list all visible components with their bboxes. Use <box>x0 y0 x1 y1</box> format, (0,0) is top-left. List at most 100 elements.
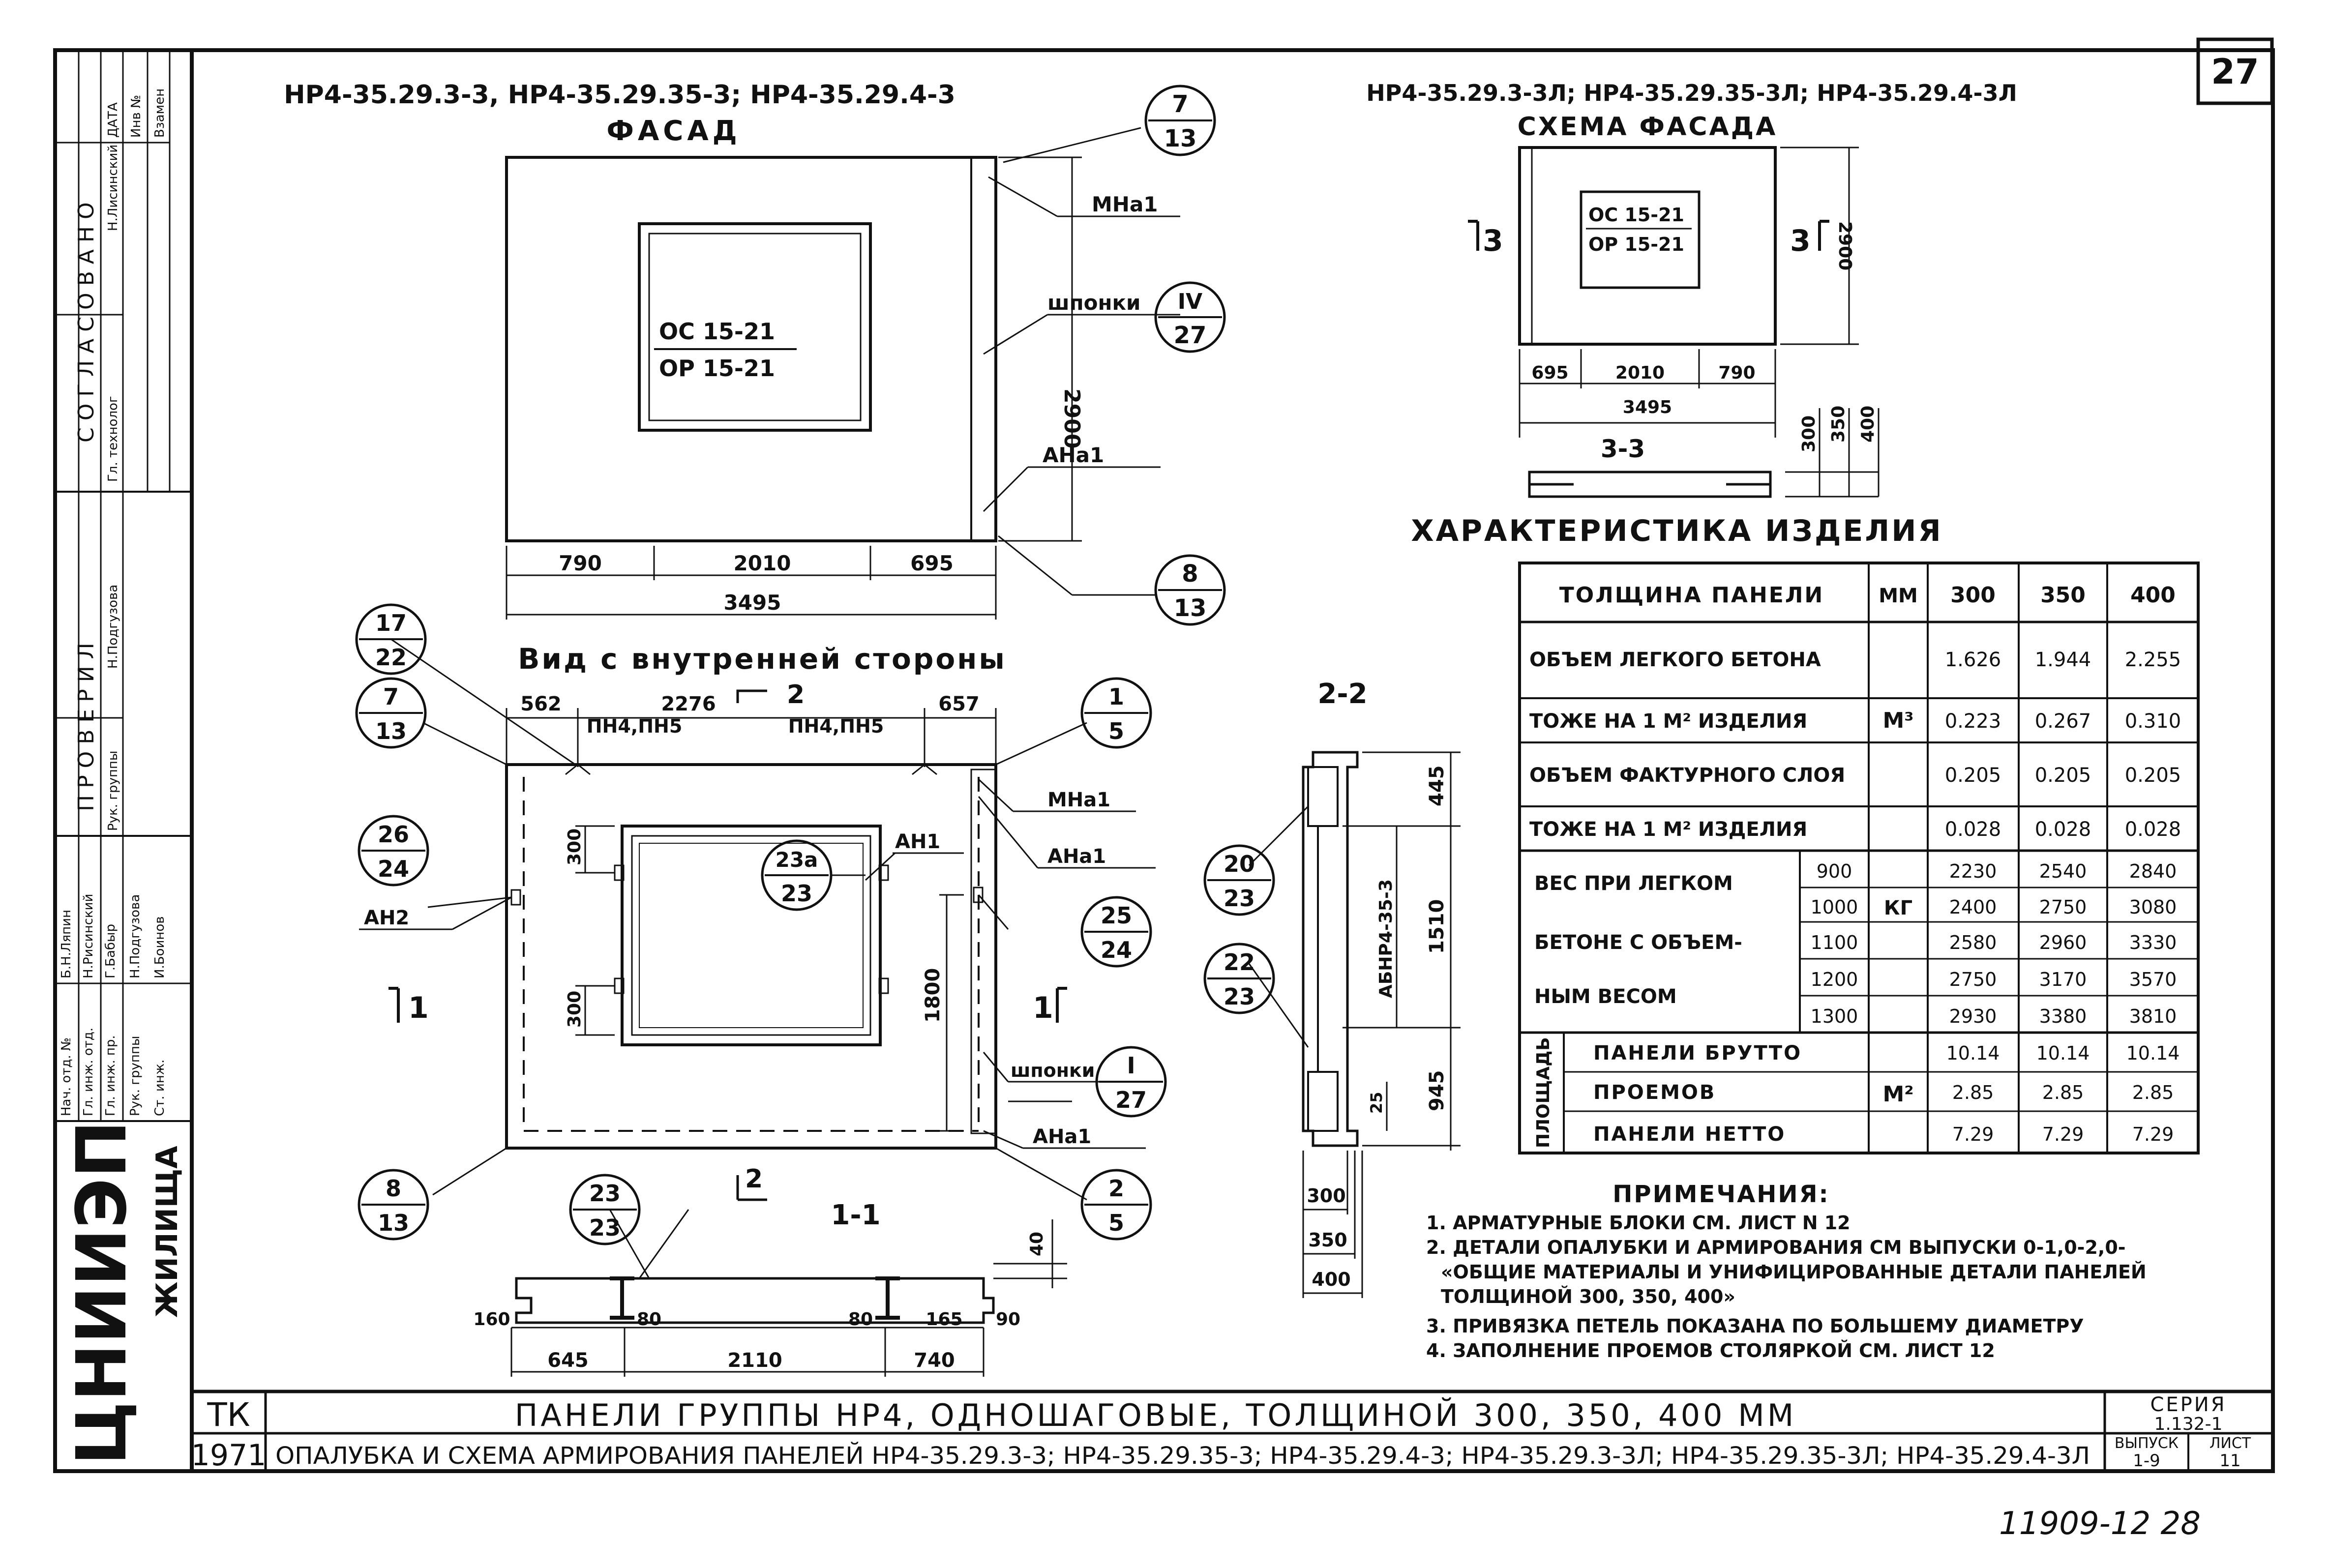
facade-scheme: НР4-35.29.3-3Л; НР4-35.29.35-3Л; НР4-35.… <box>1366 80 2017 498</box>
section-11-dim-40: 40 <box>1027 1232 1047 1256</box>
a-1-v0: 2.85 <box>1952 1082 1994 1103</box>
a-2-v2: 7.29 <box>2132 1124 2174 1145</box>
scheme-dim-695: 695 <box>1531 363 1568 383</box>
inner-section-mark-bottom: 2 <box>745 1164 763 1194</box>
volume-unit: М³ <box>1882 708 1913 733</box>
facade-callout-ana: АНа1 <box>1043 443 1104 467</box>
section-11-dim-80b: 80 <box>848 1309 873 1330</box>
table-header-unit: ММ <box>1879 585 1918 607</box>
facade-title: ФАСАД <box>606 115 741 147</box>
notes-title: ПРИМЕЧАНИЯ: <box>1612 1181 1830 1208</box>
weight-label-0: ВЕС ПРИ ЛЕГКОМ <box>1534 872 1733 895</box>
inner-section-mark-top: 2 <box>787 680 805 710</box>
note-1: 1. АРМАТУРНЫЕ БЛОКИ СМ. ЛИСТ N 12 <box>1426 1212 1851 1234</box>
section-11-dim-165: 165 <box>926 1309 962 1330</box>
w-3-density: 1200 <box>1811 969 1858 990</box>
title-block: ТК 1971 ПАНЕЛИ ГРУППЫ НР4, ОДНОШАГОВЫЕ, … <box>191 1390 2273 1473</box>
section-22-title: 2-2 <box>1317 678 1367 710</box>
inner-label-pn-1: ПН4,ПН5 <box>587 715 683 737</box>
title-sub: ОПАЛУБКА И СХЕМА АРМИРОВАНИЯ ПАНЕЛЕЙ НР4… <box>275 1442 2090 1470</box>
name-4: И.Боинов <box>152 916 167 978</box>
a-0-label: ПАНЕЛИ БРУТТО <box>1593 1042 1802 1065</box>
org-logo: ЦНИИЭП <box>62 1121 142 1465</box>
title-main: ПАНЕЛИ ГРУППЫ НР4, ОДНОШАГОВЫЕ, ТОЛЩИНОЙ… <box>515 1397 1796 1433</box>
inv-label: Инв № <box>129 95 144 138</box>
w-3-v0: 2750 <box>1949 969 1997 990</box>
section-22-dim-25: 25 <box>1367 1092 1386 1114</box>
svg-text:13: 13 <box>375 718 407 744</box>
w-2-v0: 2580 <box>1949 932 1997 953</box>
vol-row-1-v1: 0.267 <box>2035 710 2091 733</box>
svg-text:2: 2 <box>1108 1175 1124 1202</box>
ref-circle-7-13-inner: 713 <box>355 677 427 749</box>
inner-label-an1: АН1 <box>895 830 940 853</box>
inner-dim-1800: 1800 <box>922 968 944 1023</box>
svg-text:7: 7 <box>383 683 399 710</box>
handwritten-number: 11909-12 28 <box>1999 1506 2201 1542</box>
inner-window-inner-2 <box>639 843 864 1028</box>
note-2c: ТОЛЩИНОЙ 300, 350, 400» <box>1441 1286 1735 1307</box>
scheme-dim-height: 2900 <box>1835 221 1855 270</box>
table-header-350: 350 <box>2040 583 2086 608</box>
role-4: Ст. инж. <box>152 1060 167 1116</box>
agreed-header: С О Г Л А С О В А Н О <box>74 202 99 443</box>
section-11-title: 1-1 <box>831 1199 880 1231</box>
vol-row-2-v1: 0.205 <box>2035 764 2091 787</box>
facade-dim-height: 2900 <box>1059 388 1084 448</box>
svg-text:24: 24 <box>1101 937 1132 963</box>
inner-dim-300-top: 300 <box>565 828 585 865</box>
vol-row-2-v2: 0.205 <box>2125 764 2181 787</box>
title-tk: ТК <box>207 1396 250 1434</box>
agreed-name: Н.Лисинский <box>106 145 120 231</box>
note-2b: «ОБЩИЕ МАТЕРИАЛЫ И УНИФИЦИРОВАННЫЕ ДЕТАЛ… <box>1441 1261 2147 1283</box>
w-3-v1: 3170 <box>2039 969 2087 990</box>
ref-circle-2-5: 25 <box>1080 1169 1152 1241</box>
w-1-v2: 3080 <box>2129 896 2177 918</box>
weight-label-2: НЫМ ВЕСОМ <box>1534 985 1677 1008</box>
svg-text:26: 26 <box>378 821 409 848</box>
a-0-v0: 10.14 <box>1946 1042 2000 1064</box>
section-22-thickness-300: 300 <box>1307 1185 1345 1207</box>
characteristics-title: ХАРАКТЕРИСТИКА ИЗДЕЛИЯ <box>1411 514 1942 548</box>
a-0-v2: 10.14 <box>2126 1042 2180 1064</box>
vol-row-3-v1: 0.028 <box>2035 818 2091 841</box>
scheme-side-rib <box>1519 147 1533 345</box>
section-11-profile <box>515 1277 995 1324</box>
table-header-400: 400 <box>2130 583 2176 608</box>
ref-circle-7-13: 7 13 <box>1144 85 1216 156</box>
section-11-dim-90: 90 <box>996 1309 1020 1330</box>
inner-label-shponki: шпонки <box>1011 1060 1095 1081</box>
note-4: 4. ЗАПОЛНЕНИЕ ПРОЕМОВ СТОЛЯРКОЙ СМ. ЛИСТ… <box>1426 1340 1995 1361</box>
inner-section-mark-right: 1 <box>1033 991 1053 1025</box>
facade-callout-mna: МНа1 <box>1092 192 1158 216</box>
ref-circle-iv-27: IV 27 <box>1154 281 1226 353</box>
scheme-title: СХЕМА ФАСАДА <box>1518 112 1778 142</box>
svg-text:23: 23 <box>589 1214 621 1241</box>
section-11-dim-740: 740 <box>914 1349 955 1372</box>
vol-row-0-label: ОБЪЕМ ЛЕГКОГО БЕТОНА <box>1529 649 1821 671</box>
svg-text:13: 13 <box>378 1210 409 1236</box>
sheet-number: 27 <box>2211 52 2259 92</box>
inner-panel <box>505 763 997 1150</box>
w-4-v0: 2930 <box>1949 1006 1997 1027</box>
outer-frame <box>53 48 2275 1473</box>
facade-dim-695: 695 <box>910 551 954 575</box>
vol-row-1-label: ТОЖЕ НА 1 М² ИЗДЕЛИЯ <box>1529 710 1807 733</box>
role-3: Рук. группы <box>128 1036 143 1116</box>
vzamen-label: Взамен <box>152 89 167 138</box>
scheme-section-title: 3-3 <box>1601 435 1645 463</box>
note-2: 2. ДЕТАЛИ ОПАЛУБКИ И АРМИРОВАНИЯ СМ ВЫПУ… <box>1426 1237 2126 1258</box>
svg-text:I: I <box>1127 1052 1135 1079</box>
scheme-window-label-2: ОР 15-21 <box>1588 234 1684 255</box>
name-2: Г.Бабыр <box>103 924 118 978</box>
svg-text:8: 8 <box>386 1175 401 1202</box>
w-2-density: 1100 <box>1811 932 1858 953</box>
inner-label-pn-2: ПН4,ПН5 <box>788 715 884 737</box>
svg-text:17: 17 <box>375 610 407 636</box>
vol-row-3-v2: 0.028 <box>2125 818 2181 841</box>
a-1-label: ПРОЕМОВ <box>1593 1081 1716 1104</box>
section-11-dim-645: 645 <box>547 1349 589 1372</box>
